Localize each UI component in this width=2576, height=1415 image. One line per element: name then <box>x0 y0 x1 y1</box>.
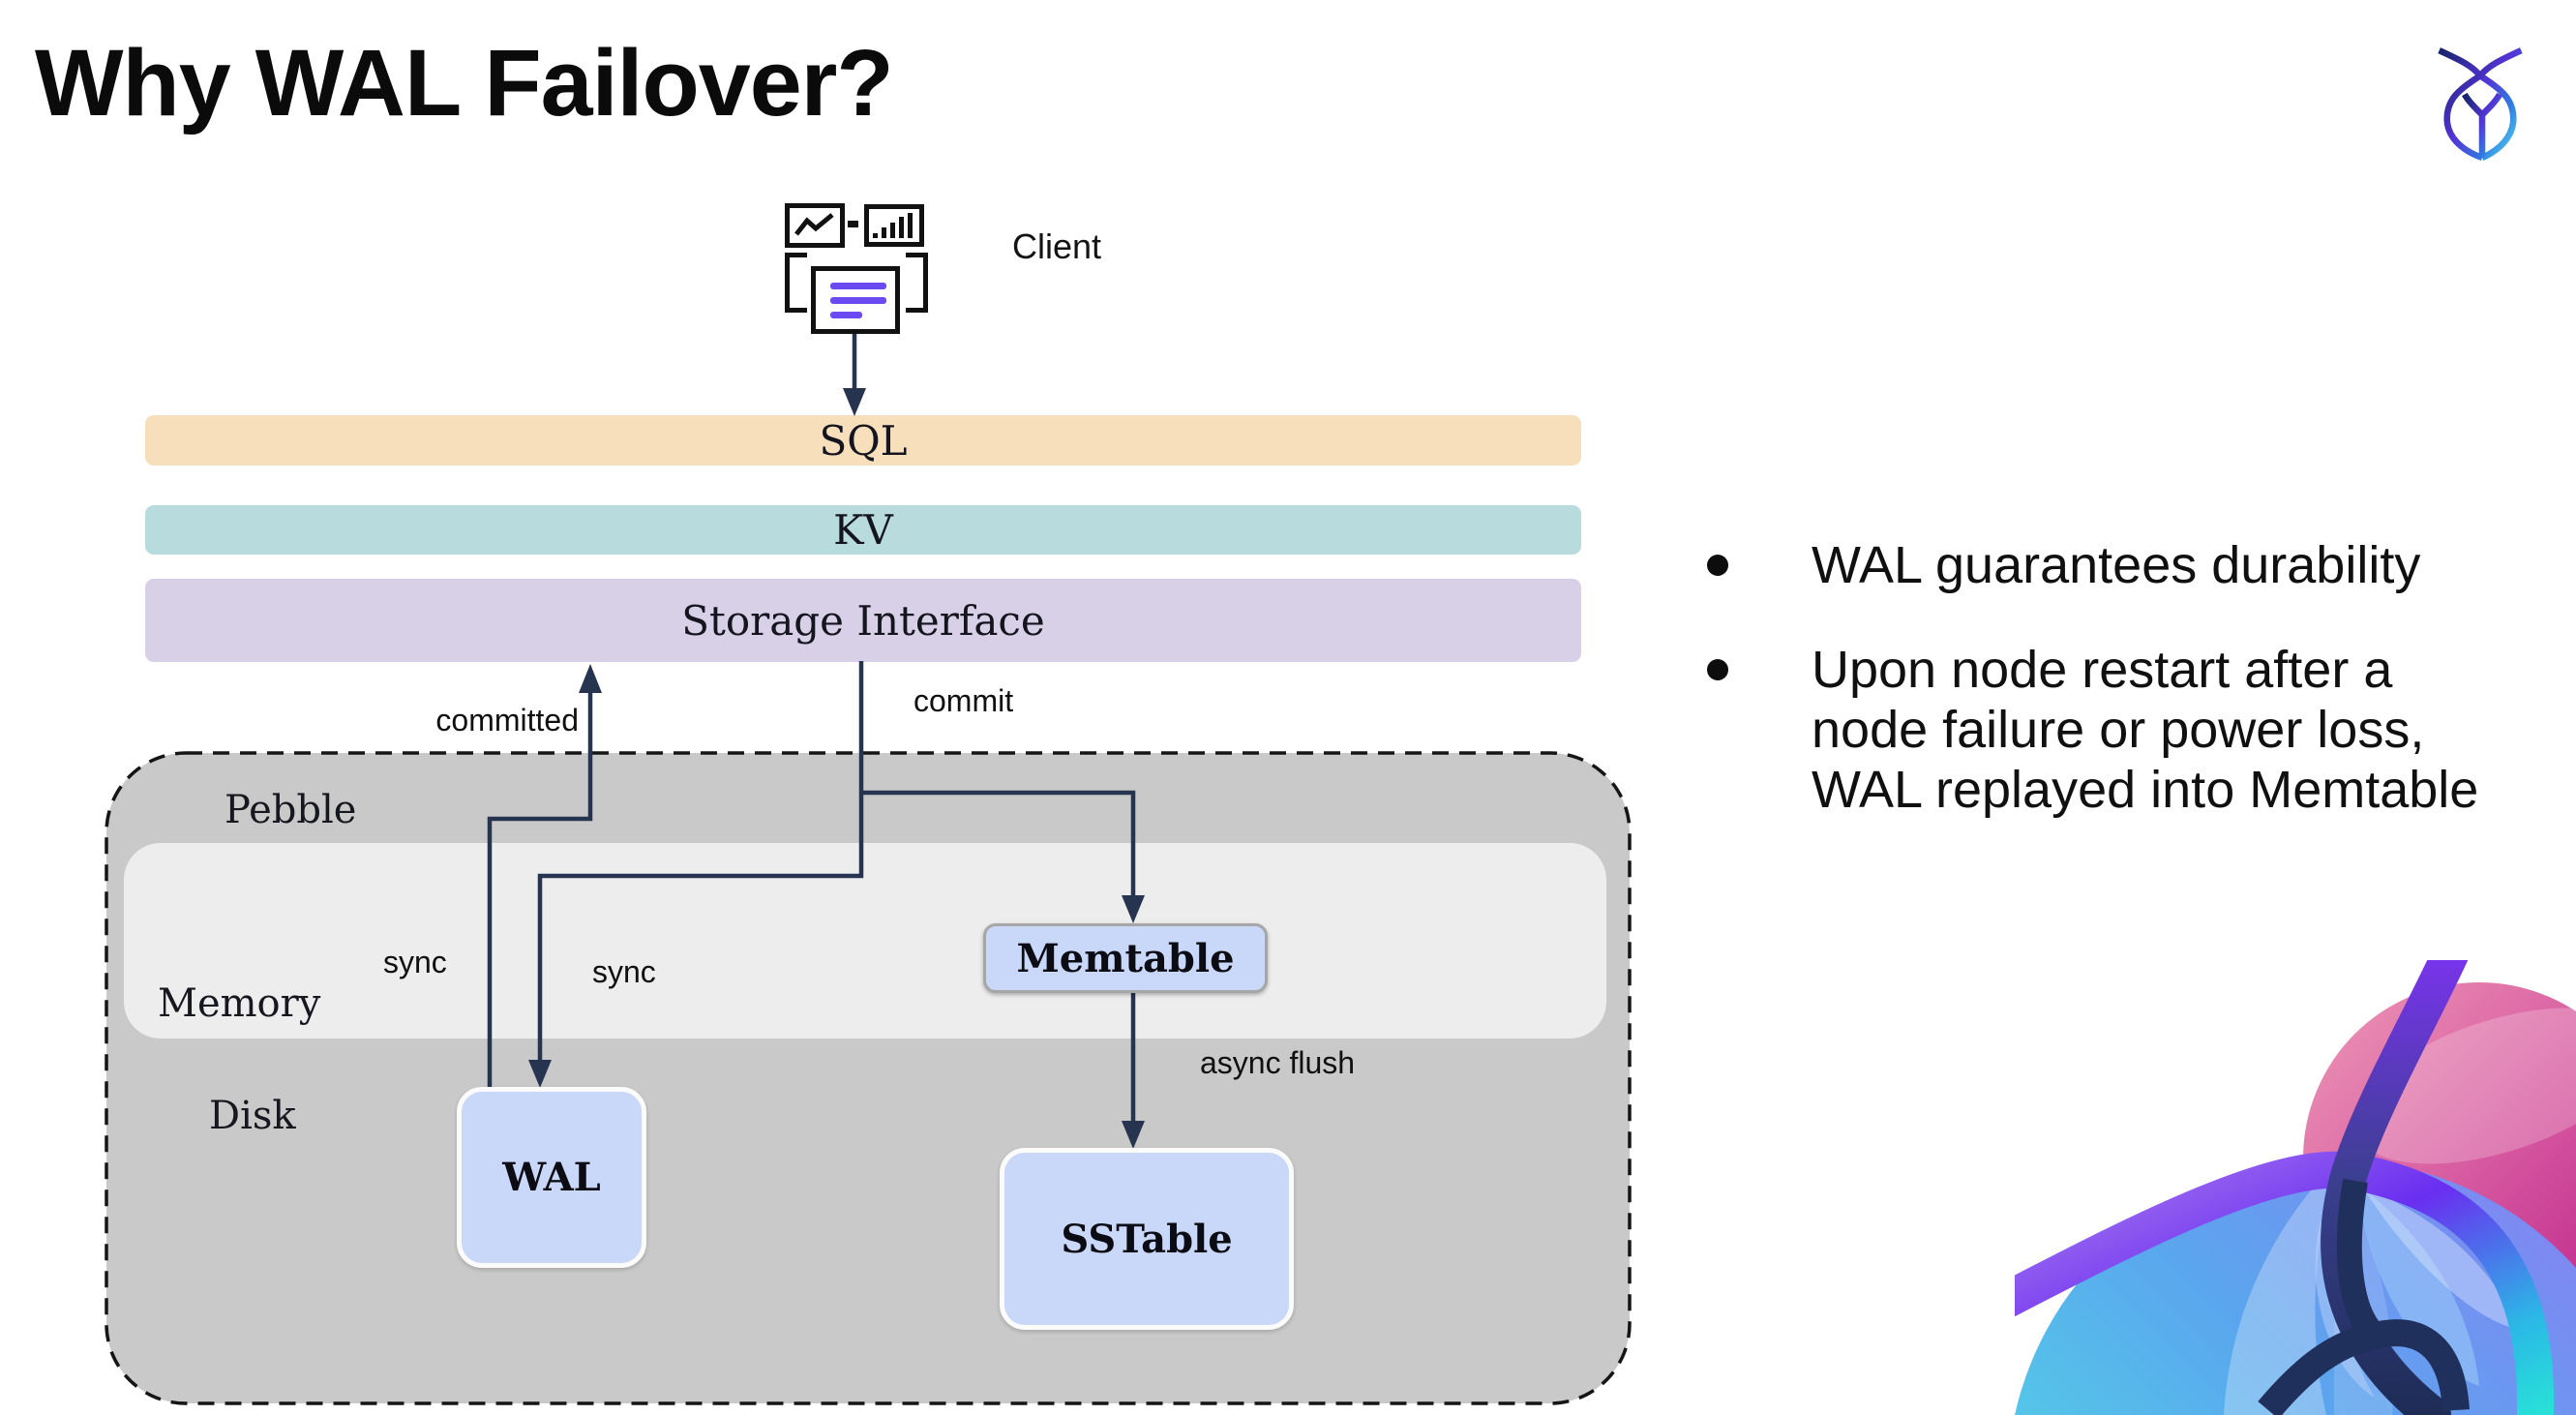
bullet-list: WAL guarantees durability Upon node rest… <box>1707 535 2559 820</box>
cockroachdb-brand-artwork <box>2015 960 2576 1415</box>
memory-band <box>124 843 1606 1039</box>
bullet-marker <box>1707 555 1728 576</box>
client-label: Client <box>1012 226 1102 266</box>
edge-label-sync-down: sync <box>592 954 656 989</box>
disk-label: Disk <box>209 1094 296 1138</box>
doc-text-line <box>830 297 886 304</box>
bullet-text: Upon node restart after a node failure o… <box>1812 641 2479 819</box>
edge-label-async-flush: async flush <box>1200 1045 1356 1080</box>
layer-bar-storage-interface: Storage Interface <box>145 579 1581 662</box>
layer-bar-sql-label: SQL <box>819 416 908 465</box>
wal-label: WAL <box>502 1155 601 1200</box>
layer-bar-kv: KV <box>145 505 1581 555</box>
slide-title: Why WAL Failover? <box>35 30 894 135</box>
bullet-marker <box>1707 659 1728 680</box>
cockroachdb-logo-icon <box>2438 47 2523 161</box>
right-bracket-icon <box>906 253 928 313</box>
monitor-connector-dash <box>848 221 858 227</box>
sstable-label: SSTable <box>1061 1216 1233 1262</box>
sstable-node: SSTable <box>1000 1148 1294 1330</box>
doc-text-line <box>830 283 886 289</box>
client-workstation-icon <box>779 198 934 339</box>
memory-label: Memory <box>158 981 321 1026</box>
bullet-item: Upon node restart after a node failure o… <box>1707 640 2559 820</box>
memtable-label: Memtable <box>1016 935 1235 981</box>
wal-node: WAL <box>457 1087 646 1268</box>
doc-text-line <box>830 312 862 318</box>
pebble-label: Pebble <box>225 788 357 832</box>
layer-bar-sql: SQL <box>145 415 1581 466</box>
arrowhead-into-sql <box>843 388 866 416</box>
memtable-node: Memtable <box>983 923 1268 993</box>
edge-label-sync-up: sync <box>383 945 447 979</box>
edge-label-committed: committed <box>435 703 579 738</box>
edge-label-commit: commit <box>914 683 1014 718</box>
left-bracket-icon <box>785 253 807 313</box>
line-chart-monitor-icon <box>785 203 845 248</box>
layer-bar-kv-label: KV <box>833 506 893 554</box>
layer-bar-storage-label: Storage Interface <box>681 596 1045 645</box>
bar-chart-monitor-icon <box>864 204 924 247</box>
arrowhead-committed <box>579 664 602 693</box>
document-icon <box>811 266 900 334</box>
bullet-text: WAL guarantees durability <box>1812 536 2421 594</box>
bullet-item: WAL guarantees durability <box>1707 535 2559 595</box>
